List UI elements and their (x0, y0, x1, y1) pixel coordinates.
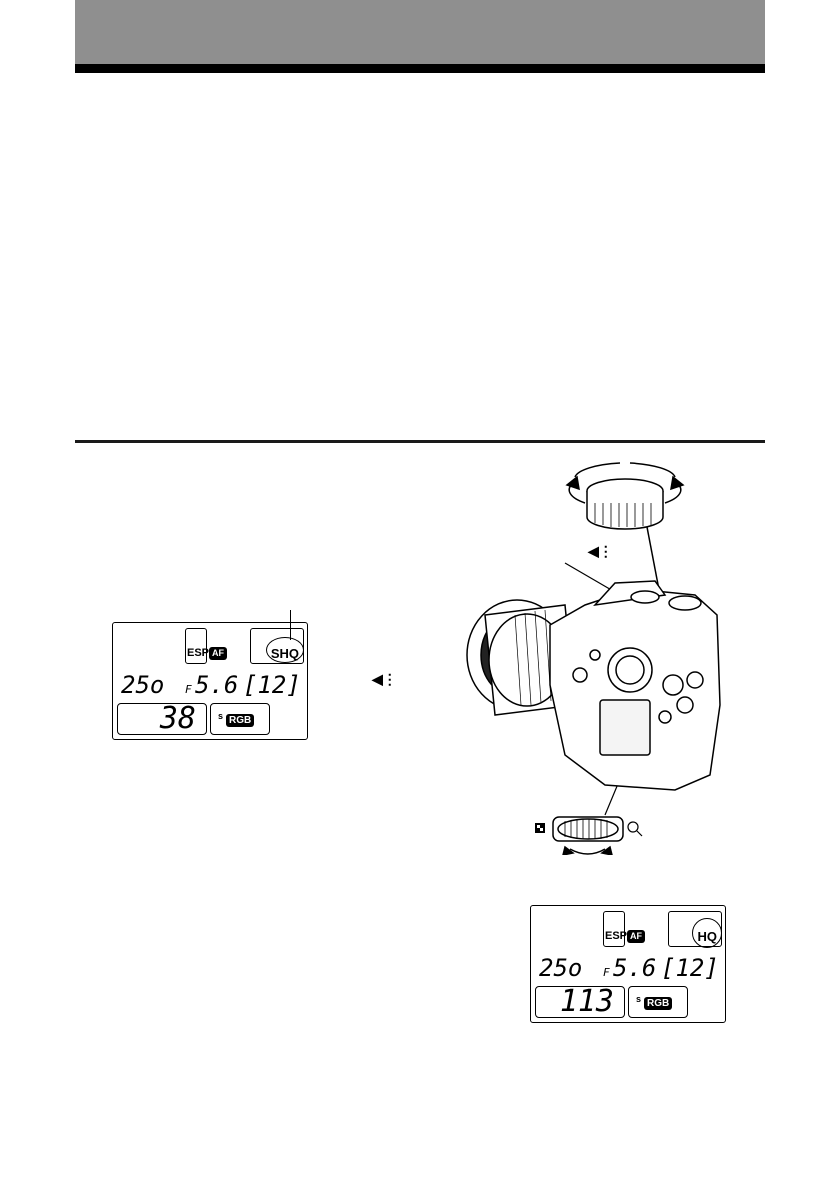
record-mode-button-icon: ◀⋮ (372, 671, 397, 687)
f-number-prefix: F (603, 966, 610, 979)
camera-illustration (466, 462, 721, 855)
metering-mode-label: ESP (187, 647, 210, 659)
camera-body (466, 580, 721, 791)
record-mode-highlight-ring (692, 918, 722, 948)
record-mode-highlight-ring (266, 637, 304, 663)
aperture-readout: 5.6 (195, 671, 239, 699)
record-mode-frame: HQ (668, 911, 722, 948)
focus-mode-badge: AF (209, 647, 227, 660)
section-divider (75, 440, 765, 443)
metering-frame (603, 911, 625, 947)
chapter-header-rule (75, 64, 765, 73)
color-space-badge: RGB (644, 997, 673, 1010)
magnify-icon (627, 821, 643, 837)
color-space-badge: RGB (226, 714, 255, 727)
remaining-shots-frame: 113 (535, 984, 625, 1019)
sub-dial-icon (552, 816, 624, 855)
chapter-header-band (75, 0, 765, 64)
record-mode-pointer-line (290, 610, 292, 640)
f-number-prefix: F (185, 683, 192, 696)
focus-mode-badge: AF (627, 930, 645, 943)
color-space-prefix: s (218, 711, 224, 721)
remaining-shots-readout: 38 (159, 701, 196, 736)
index-view-icon (535, 823, 545, 833)
control-panel-lcd-hq: ESP AF HQ 25o F 5.6 [12] 113 s RGB (530, 905, 726, 1023)
frame-count-readout: [12] (243, 671, 301, 699)
frame-count-readout: [12] (661, 954, 719, 982)
color-space-prefix: s (636, 994, 642, 1004)
metering-mode-label: ESP (605, 930, 628, 942)
main-dial-icon (565, 462, 685, 596)
remaining-shots-frame: 38 (117, 701, 207, 736)
remaining-shots-readout: 113 (559, 984, 614, 1019)
metering-frame (185, 628, 207, 664)
shutter-speed-readout: 25o (539, 954, 583, 982)
color-space-frame: s RGB (628, 986, 688, 1018)
shutter-speed-readout: 25o (121, 671, 165, 699)
record-mode-frame: SHQ (250, 628, 304, 664)
aperture-readout: 5.6 (613, 954, 657, 982)
control-panel-lcd-shq: ESP AF SHQ 25o F 5.6 [12] 38 s RGB (112, 622, 308, 740)
record-mode-button-icon: ◀⋮ (588, 543, 613, 559)
color-space-frame: s RGB (210, 703, 270, 735)
